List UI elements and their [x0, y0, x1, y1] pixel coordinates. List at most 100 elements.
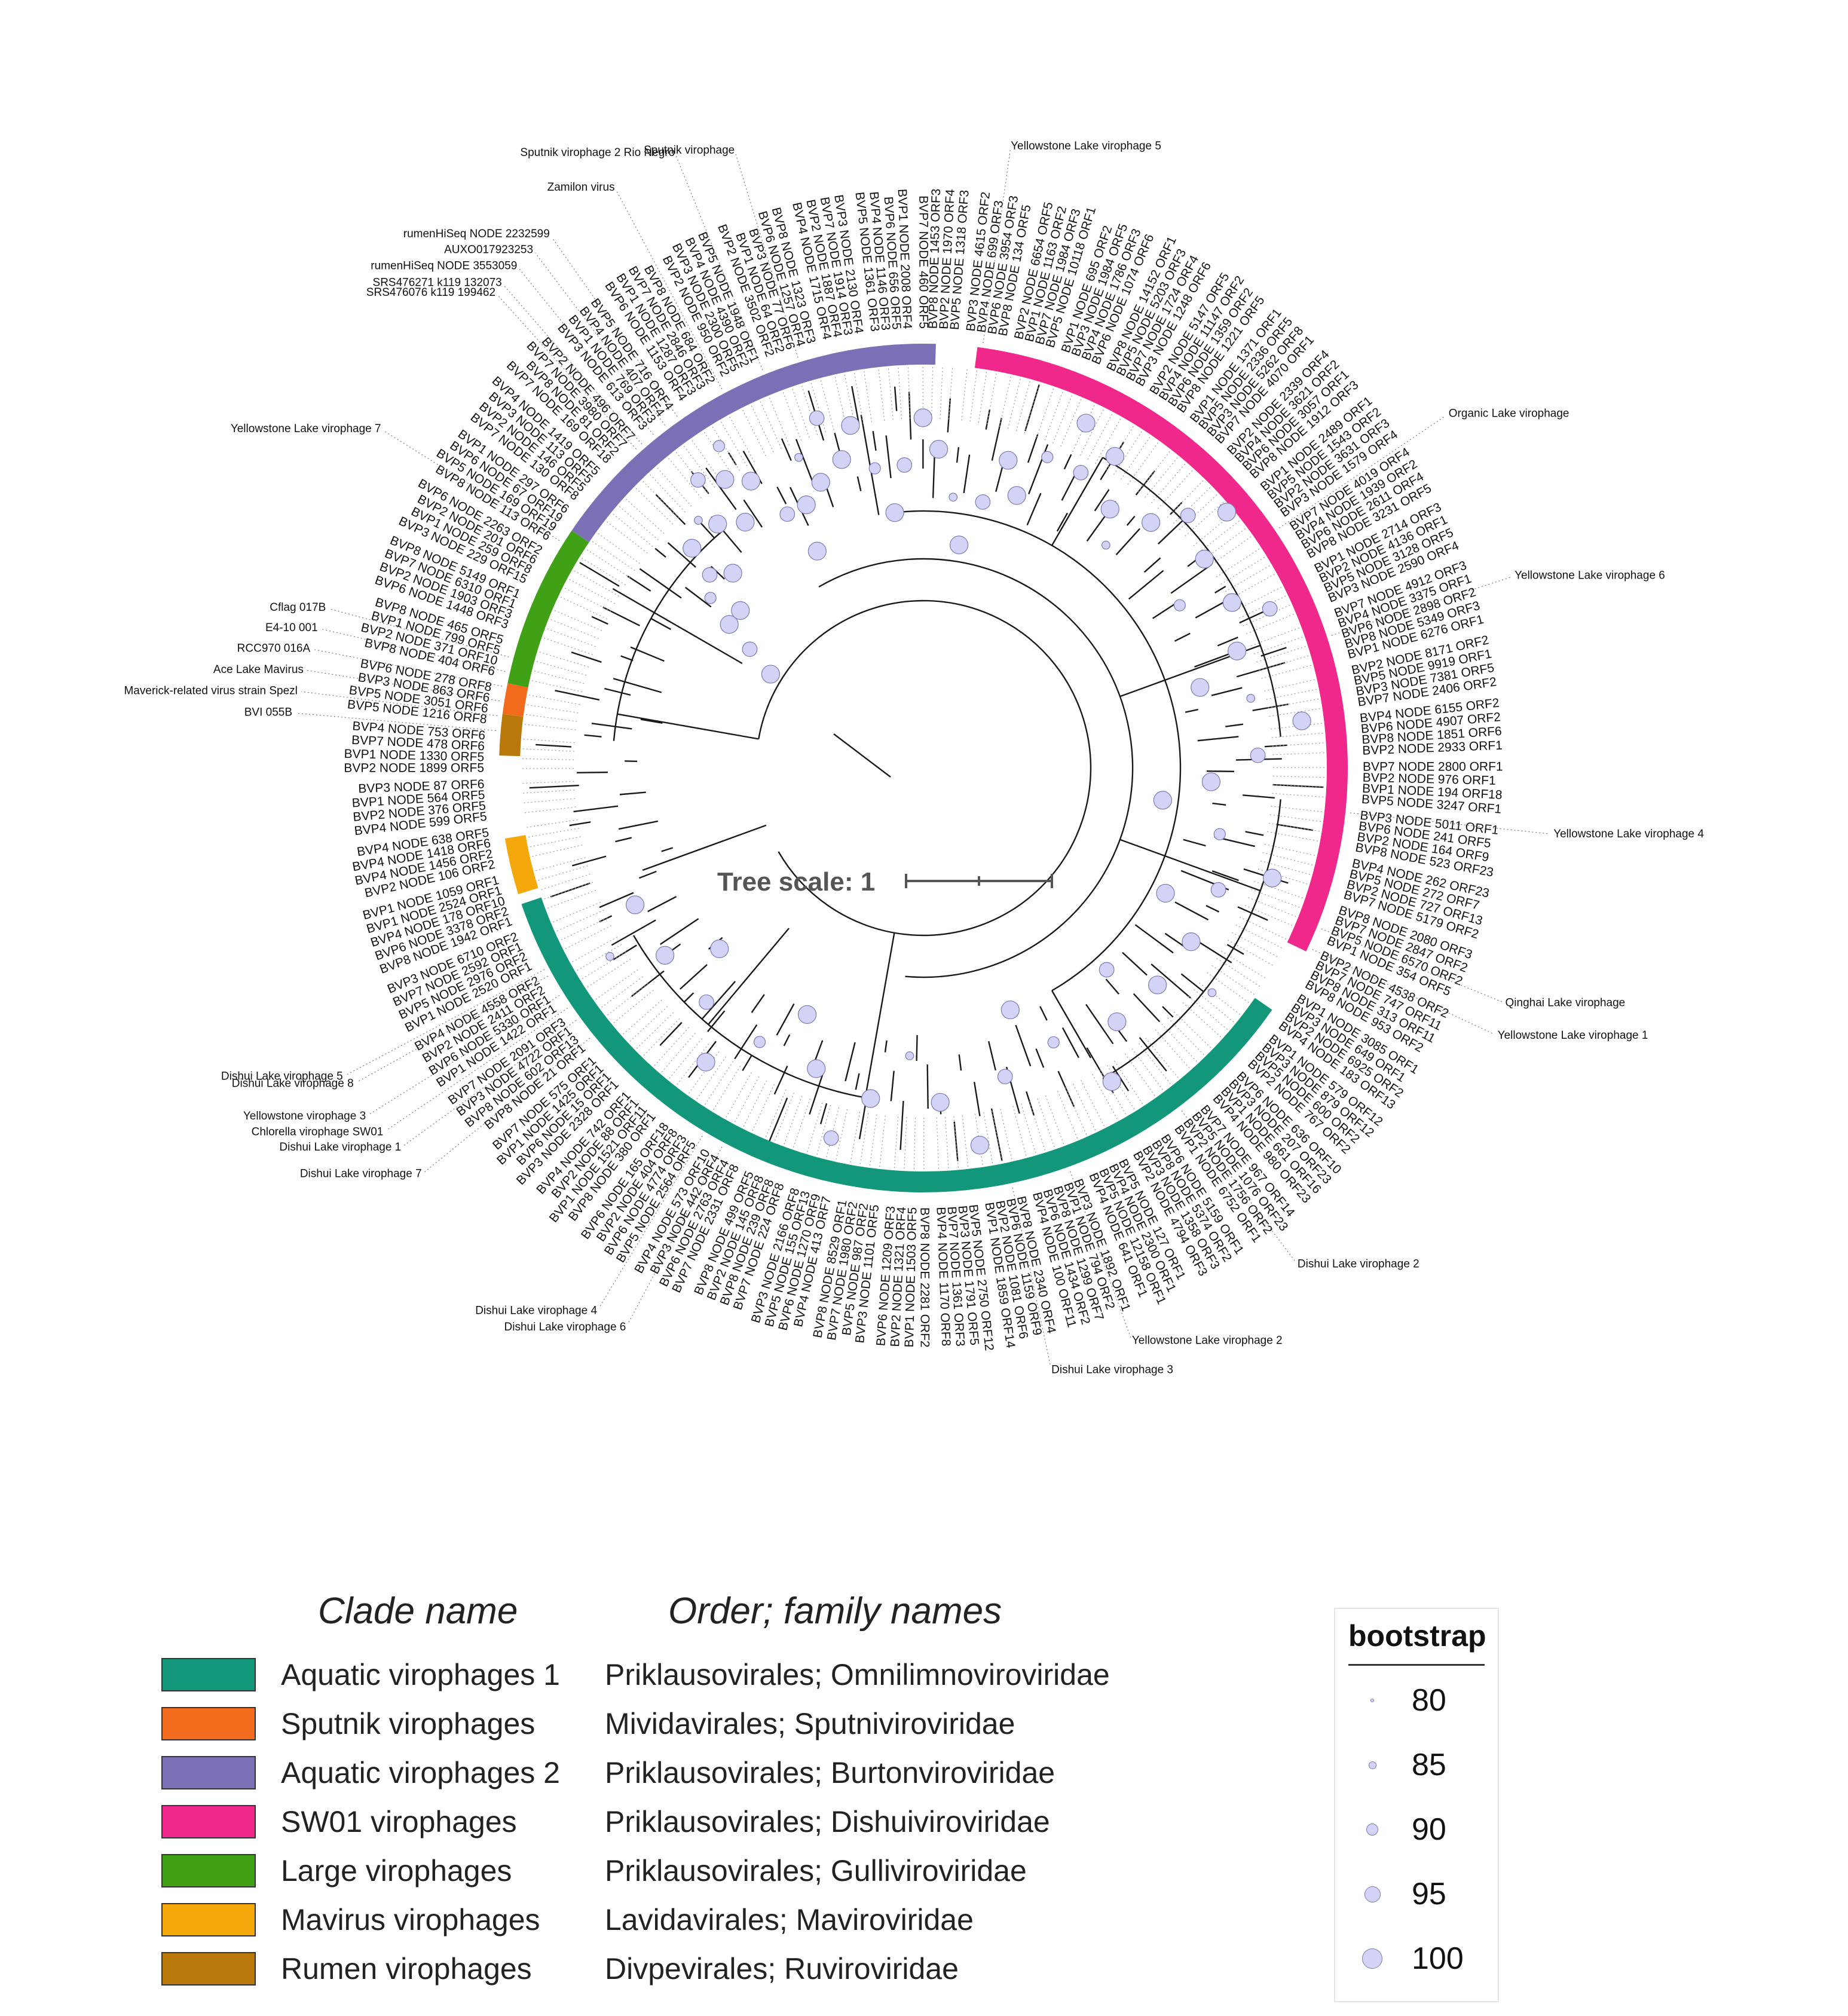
leaf-guide-67: [907, 366, 911, 419]
leaf-guide-141: [1239, 916, 1287, 940]
leaf-guide-20: [533, 670, 585, 684]
radial-branch-72: [627, 575, 651, 592]
leaf-guide-29: [568, 578, 616, 604]
radial-branch-189: [1063, 454, 1072, 470]
leaf-guide-179: [953, 1116, 959, 1169]
bootstrap-marker-57: [1182, 932, 1201, 952]
leaf-guide-106: [1225, 564, 1271, 592]
legend-swatch: [161, 1805, 256, 1838]
bootstrap-dot: [1368, 1761, 1376, 1769]
radial-branch-297: [1245, 831, 1264, 836]
bootstrap-value: 95: [1412, 1877, 1446, 1911]
leaf-guide-34: [596, 532, 640, 564]
radial-branch-390: [987, 1041, 996, 1071]
leaf-guide-131: [1268, 822, 1321, 832]
bootstrap-marker-3: [704, 592, 717, 604]
leaf-guide-9: [522, 789, 575, 794]
leaf-guide-118: [1266, 689, 1318, 700]
leaf-guide-87: [1095, 417, 1122, 464]
radial-branch-180: [1027, 434, 1039, 463]
leaf-guide-165: [1081, 1079, 1105, 1128]
bootstrap-marker-59: [1148, 975, 1167, 995]
leaf-guide-135: [1260, 860, 1312, 876]
bootstrap-row: 85: [1335, 1744, 1497, 1786]
radial-branch-63: [602, 606, 640, 626]
leaf-guide-63: [863, 370, 873, 423]
leaf-guide-119: [1268, 698, 1320, 708]
leaf-guide-52: [750, 404, 774, 452]
radial-branch-459: [751, 994, 765, 1013]
leaf-guide-178: [962, 1115, 969, 1168]
leaf-guide-91: [1127, 441, 1159, 485]
leaf-guide-28: [564, 587, 611, 612]
leaf-guide-114: [1256, 646, 1307, 663]
radial-branch-237: [1214, 586, 1226, 594]
radial-branch-504: [599, 892, 634, 908]
bootstrap-value: 90: [1412, 1812, 1446, 1847]
leaf-guide-145: [1221, 950, 1266, 979]
leaf-guide-7: [524, 806, 576, 813]
bootstrap-marker-24: [885, 503, 904, 522]
reference-guide-13: [385, 1008, 568, 1131]
radial-branch-201: [1094, 489, 1110, 512]
radial-branch-471: [659, 1021, 683, 1046]
bootstrap-value: 80: [1412, 1683, 1446, 1718]
leaf-guide-1: [537, 865, 588, 881]
leaf-guide-117: [1264, 679, 1316, 692]
bootstrap-marker-22: [841, 416, 860, 435]
bootstrap-marker-52: [1153, 791, 1172, 810]
leaf-guide-176: [983, 1112, 993, 1165]
legend-family-name: Priklausovirales; Gulliviroviridae: [605, 1854, 1027, 1887]
leaf-guide-168: [1057, 1090, 1078, 1140]
bootstrap-marker-15: [779, 506, 796, 522]
leaf-guide-157: [1145, 1038, 1180, 1079]
leaf-guide-128: [1272, 793, 1325, 798]
leaf-guide-18: [528, 695, 580, 705]
leaf-guide-81: [1044, 390, 1064, 440]
backbone-arc-6: [1102, 799, 1281, 1079]
leaf-guide-92: [1137, 450, 1171, 492]
bootstrap-marker-37: [1100, 500, 1119, 519]
legend-clade-name: Aquatic virophages 2: [281, 1756, 560, 1789]
radial-branch-414: [899, 1100, 904, 1150]
bootstrap-marker-40: [1180, 507, 1196, 524]
bootstrap-marker-8: [694, 516, 703, 525]
leaf-guide-155: [1161, 1023, 1198, 1063]
leaf-guide-85: [1079, 408, 1104, 456]
reference-label: RCC970 016A: [237, 643, 311, 655]
leaf-guide-53: [759, 400, 782, 449]
leaf-guide-224: [555, 910, 604, 932]
reference-label: Dishui Lake virophage 6: [504, 1321, 626, 1333]
reference-guide-18: [321, 628, 506, 672]
reference-label: Yellowstone Lake virophage 1: [1498, 1029, 1648, 1042]
bootstrap-dot: [1364, 1886, 1381, 1902]
bootstrap-marker-78: [605, 952, 614, 961]
legend-swatch: [161, 1952, 256, 1986]
leaf-guide-48: [711, 426, 741, 471]
reference-guide-0: [983, 150, 1011, 344]
reference-guide-21: [301, 691, 498, 717]
group-stem-3: [1051, 457, 1104, 546]
bootstrap-marker-21: [832, 450, 851, 469]
leaf-guide-45: [683, 445, 715, 488]
leaf-guide-0: [540, 873, 590, 891]
reference-guide-28: [551, 237, 678, 417]
leaf-guide-218: [586, 959, 631, 989]
leaf-guide-192: [816, 1105, 831, 1157]
leaf-guide-13: [521, 748, 574, 752]
radial-branch-381: [1015, 1024, 1032, 1067]
leaf-guide-73: [969, 369, 978, 422]
bootstrap-row: 100: [1335, 1938, 1497, 1980]
leaf-guide-32: [586, 549, 631, 579]
reference-label: Yellowstone Lake virophage 7: [231, 423, 381, 435]
leaf-guide-26: [553, 610, 602, 631]
leaf-guide-208: [660, 1033, 696, 1073]
leaf-guide-101: [1198, 519, 1241, 553]
bootstrap-marker-71: [807, 1059, 826, 1078]
leaf-guide-199: [742, 1080, 767, 1128]
leaf-guide-8: [522, 798, 576, 804]
bootstrap-marker-47: [1191, 678, 1210, 697]
leaf-guide-180: [944, 1116, 949, 1170]
legend-family-name: Priklausovirales; Burtonviroviridae: [605, 1756, 1055, 1789]
clade-ring-segment-6: [974, 347, 1348, 952]
